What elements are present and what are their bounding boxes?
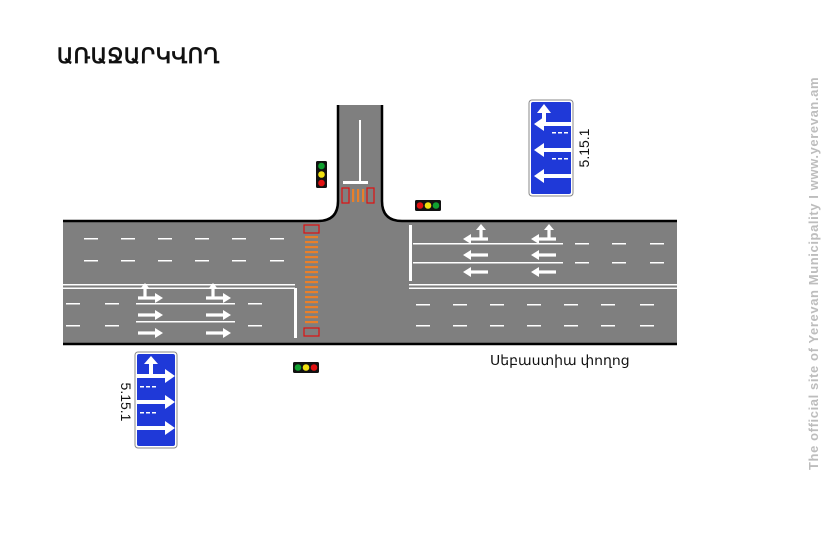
sign-code-bottom-left: 5.15.1 [118, 383, 134, 422]
crosswalk-north [341, 187, 375, 204]
traffic-light-icon [415, 200, 441, 211]
crosswalk-west [303, 224, 320, 337]
site-watermark: The official site of Yerevan Municipalit… [806, 76, 821, 470]
lane-direction-sign-icon [134, 351, 178, 449]
street-name-label: Սեբաստիա փողոց [490, 352, 630, 368]
road-edges [63, 105, 677, 346]
road-surface [63, 105, 677, 344]
diagram-title: ԱՌԱՋԱՐԿՎՈՂ [57, 45, 220, 68]
sign-code-top-right: 5.15.1 [576, 128, 592, 167]
traffic-light-icon [293, 362, 319, 373]
traffic-light-icon [316, 161, 327, 188]
lane-markings [63, 120, 677, 338]
lane-direction-sign-icon [528, 99, 574, 197]
